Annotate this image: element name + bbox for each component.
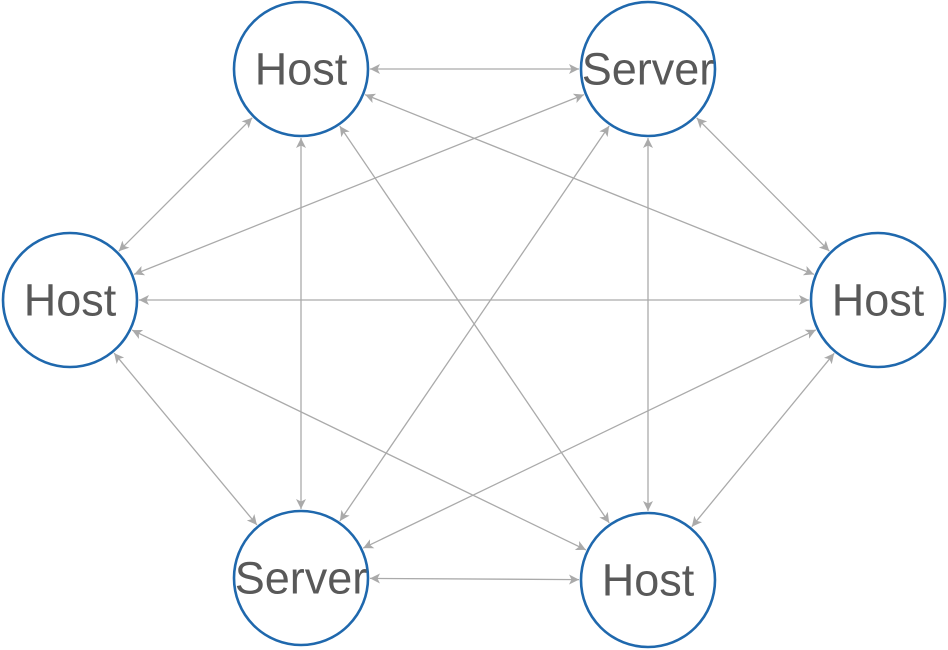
edge-host-top-left-to-host-middle-right: [364, 93, 815, 276]
edge-host-middle-right-to-host-bottom-right: [691, 352, 835, 528]
node-circle: [579, 511, 717, 649]
edge-host-middle-left-to-server-bottom-left: [113, 352, 258, 526]
edge-host-top-left-to-host-middle-left: [118, 117, 253, 252]
edge-line: [369, 573, 580, 585]
edge-line: [364, 93, 815, 276]
node-label: Server: [582, 44, 715, 95]
node-circle: [232, 509, 370, 647]
node-host-middle-left: Host: [1, 231, 139, 369]
node-label: Host: [602, 555, 695, 606]
edge-server-top-right-to-host-middle-right: [696, 117, 830, 252]
edge-host-middle-left-to-host-bottom-right: [131, 329, 587, 551]
edge-line: [133, 93, 585, 276]
node-circle: [1, 231, 139, 369]
node-circle: [232, 0, 370, 138]
node-host-bottom-right: Host: [579, 511, 717, 649]
node-label: Server: [235, 553, 368, 604]
edges-layer: [113, 64, 835, 585]
node-circle: [579, 0, 717, 138]
node-server-bottom-left: Server: [232, 509, 370, 647]
edge-server-top-right-to-host-middle-left: [133, 93, 585, 276]
node-label: Host: [832, 275, 925, 326]
edge-line: [696, 117, 830, 252]
node-host-top-left: Host: [232, 0, 370, 138]
edge-line: [118, 117, 253, 252]
edge-line: [113, 352, 258, 526]
edge-line: [691, 352, 835, 528]
edge-line: [131, 329, 587, 551]
edge-host-middle-right-to-server-bottom-left: [362, 329, 817, 549]
node-label: Host: [24, 275, 117, 326]
node-circle: [809, 231, 947, 369]
node-server-top-right: Server: [579, 0, 717, 138]
node-host-middle-right: Host: [809, 231, 947, 369]
edge-line: [362, 329, 817, 549]
node-label: Host: [255, 44, 348, 95]
edge-server-bottom-left-to-host-bottom-right: [369, 573, 580, 585]
